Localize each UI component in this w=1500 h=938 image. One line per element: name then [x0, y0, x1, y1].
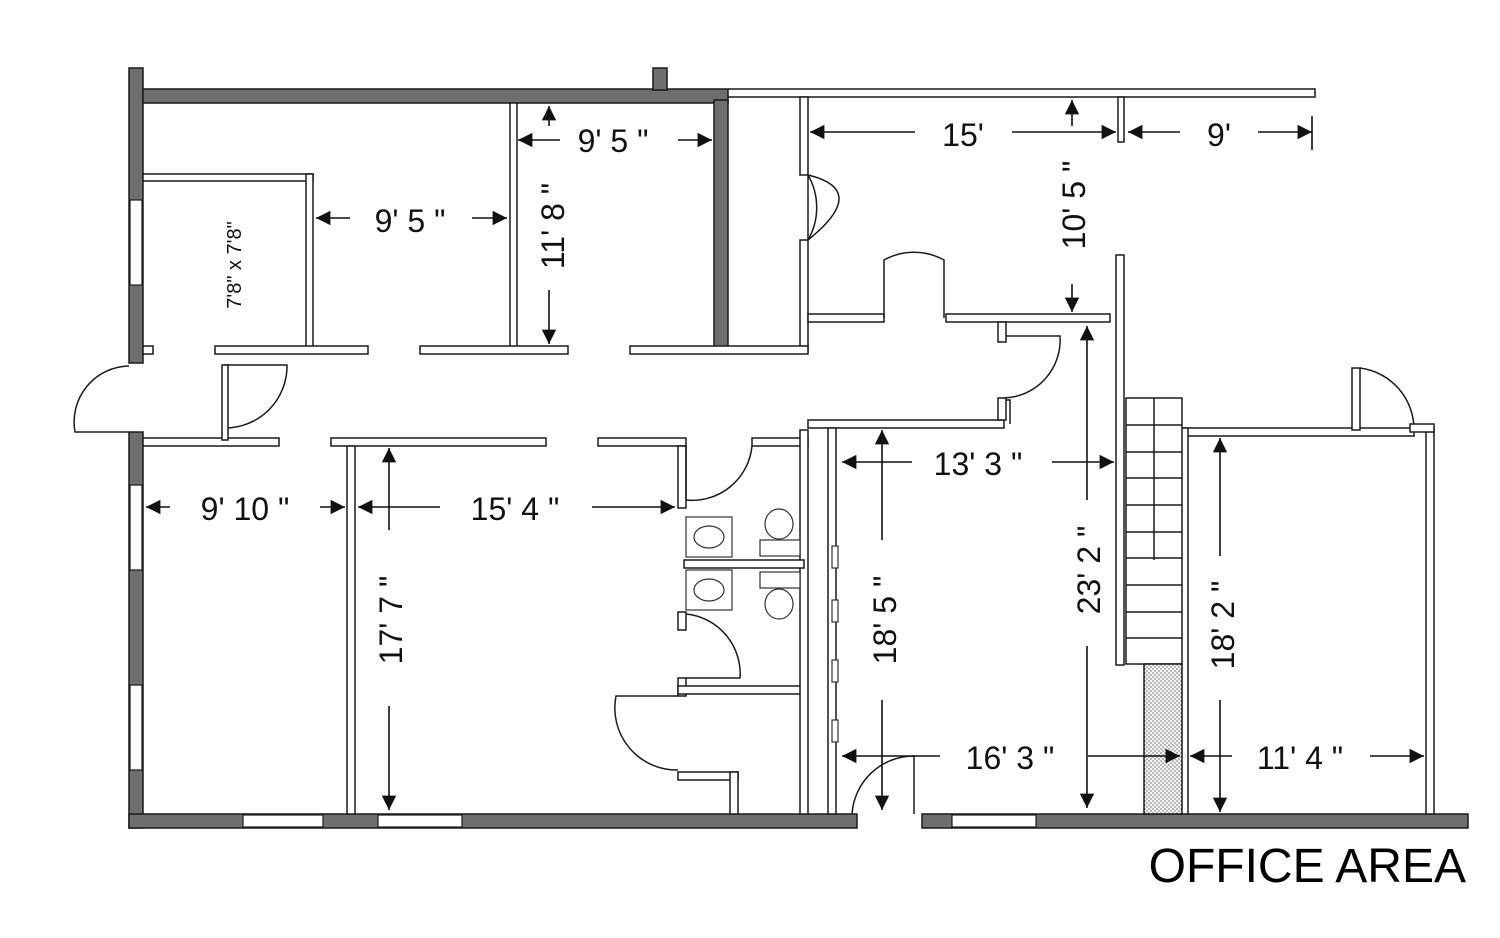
wall: [683, 559, 805, 569]
dim-bottom-mid-width: 16' 3 ": [966, 740, 1055, 776]
door: [614, 695, 679, 771]
wall: [1183, 427, 1415, 437]
toilet-icon: [759, 571, 801, 589]
wall: [799, 96, 809, 176]
wall: [677, 771, 739, 781]
dim-top-room-depth: 11' 8 ": [535, 183, 571, 269]
dim-right-office-depth: 18' 5 ": [867, 576, 903, 665]
windows: [129, 199, 1037, 828]
wall: [509, 102, 518, 351]
dim-top-right-a: 15': [942, 117, 984, 153]
dim-top-right-b: 9': [1207, 117, 1231, 153]
dim-right-office-width: 13' 3 ": [934, 446, 1023, 482]
door: [1359, 367, 1415, 431]
wall: [419, 345, 569, 355]
wall: [677, 685, 807, 695]
room-size-label: 7'8" x 7'8": [224, 221, 246, 308]
door: [807, 172, 818, 241]
dim-top-room-width: 9' 5 ": [578, 123, 649, 159]
door: [685, 613, 741, 679]
wall: [629, 345, 809, 355]
dim-center-office-width: 15' 4 ": [471, 491, 560, 527]
dim-far-right-depth: 18' 2 ": [1205, 581, 1241, 670]
door: [1003, 335, 1061, 399]
wall: [330, 437, 547, 447]
bathroom-fixtures: [685, 508, 839, 743]
top-wall: [142, 88, 729, 104]
window: [129, 484, 143, 571]
toilet-icon: [764, 508, 794, 540]
exterior-walls: [128, 67, 1469, 829]
dim-left-office-width: 9' 10 ": [201, 491, 290, 527]
stair-wall: [1115, 254, 1125, 666]
wall: [142, 173, 314, 182]
wall: [945, 313, 1111, 323]
wall: [346, 445, 356, 815]
wall: [142, 437, 280, 447]
wall: [729, 771, 739, 815]
bottom-wall-right: [921, 813, 1469, 829]
wall: [142, 345, 154, 355]
wall: [1425, 427, 1435, 815]
wall: [799, 239, 809, 353]
wall: [597, 437, 687, 447]
wall: [677, 611, 687, 631]
staircase: [1125, 397, 1183, 815]
window: [129, 684, 143, 771]
dim-far-right-width: 11' 4 ": [1257, 740, 1343, 776]
top-room-right-wall: [713, 99, 729, 351]
wall: [214, 345, 369, 355]
plan-title: OFFICE AREA: [1149, 840, 1466, 893]
window: [242, 814, 324, 828]
dimension-lines: [146, 100, 1424, 812]
entry-door: [73, 365, 130, 433]
interior-walls: [142, 88, 1435, 815]
wall: [807, 419, 1005, 429]
wall: [1117, 96, 1125, 143]
door: [685, 445, 753, 502]
window: [951, 814, 1037, 828]
door: [851, 755, 915, 815]
wall: [807, 313, 885, 323]
wall: [677, 445, 687, 509]
door: [883, 251, 945, 318]
bottom-wall-left: [128, 813, 858, 829]
closet-door: [831, 545, 839, 569]
dim-small-room-width: 9' 5 ": [375, 203, 446, 239]
dimension-labels: 9' 5 " 11' 8 " 9' 5 " 7'8" x 7'8" 15' 9'…: [201, 117, 1343, 776]
wall: [1351, 367, 1361, 431]
window: [377, 814, 463, 828]
wall: [997, 397, 1007, 421]
dim-top-right-depth: 10' 5 ": [1056, 161, 1092, 250]
dim-stair-depth: 23' 2 ": [1071, 526, 1107, 615]
window: [129, 199, 143, 286]
wall: [305, 173, 314, 351]
chimney-block: [1143, 663, 1183, 815]
door: [224, 364, 288, 429]
top-right-wall: [728, 88, 1316, 98]
wall: [799, 429, 809, 815]
chimney: [652, 67, 668, 91]
wall: [997, 321, 1007, 343]
dim-center-office-depth: 17' 7 ": [373, 576, 409, 665]
